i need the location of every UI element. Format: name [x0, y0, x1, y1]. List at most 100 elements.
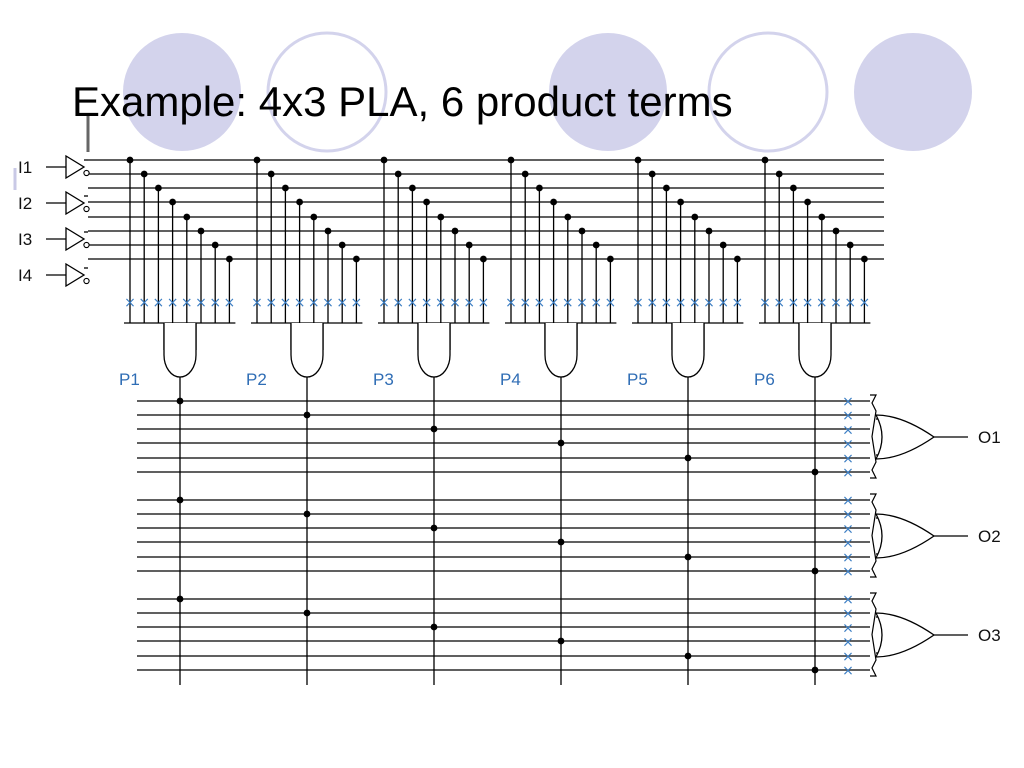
and-gate-icon: [163, 323, 197, 378]
fuse-x-icon: ×: [859, 295, 871, 311]
or-gate-icon: [874, 513, 936, 559]
connection-dot: [126, 156, 134, 164]
and-gate-icon: [671, 323, 705, 378]
connection-dot: [861, 255, 868, 263]
connection-dot: [303, 411, 311, 419]
connection-dot: [811, 468, 819, 476]
fuse-x-icon: ×: [605, 295, 617, 311]
connection-dot: [684, 553, 692, 561]
fuse-x-icon: ×: [421, 295, 433, 311]
connection-dot: [140, 170, 148, 178]
connection-dot: [663, 184, 670, 192]
input-buffer-icon: [65, 262, 86, 288]
connection-dot: [480, 255, 487, 263]
decor-circle: [123, 33, 241, 151]
fuse-x-icon: ×: [224, 295, 236, 311]
connection-dot: [677, 198, 684, 206]
connection-dot: [790, 184, 797, 192]
connection-dot: [310, 213, 318, 221]
connection-dot: [303, 609, 311, 617]
fuse-x-icon: ×: [265, 295, 277, 311]
fuse-x-icon: ×: [632, 295, 644, 311]
fuse-x-icon: ×: [816, 295, 828, 311]
product-term-label: P1: [119, 370, 140, 389]
and-gate-icon: [798, 323, 832, 378]
fuse-x-icon: ×: [661, 295, 673, 311]
connection-dot: [183, 213, 191, 221]
connection-dot: [578, 227, 586, 235]
fuse-x-icon: ×: [463, 295, 475, 311]
connection-dot: [607, 255, 614, 263]
connection-dot: [684, 652, 692, 660]
fuse-x-icon: ×: [842, 620, 854, 636]
connection-dot: [648, 170, 656, 178]
connection-dot: [211, 241, 219, 249]
fuse-x-icon: ×: [407, 295, 419, 311]
fuse-x-icon: ×: [322, 295, 334, 311]
decor-circle: [549, 33, 667, 151]
connection-dot: [155, 184, 162, 192]
connection-dot: [430, 524, 438, 532]
fuse-x-icon: ×: [280, 295, 292, 311]
or-input-bracket: [870, 394, 877, 479]
input-buffer-icon: [65, 190, 86, 216]
fuse-x-icon: ×: [842, 550, 854, 566]
connection-dot: [691, 213, 699, 221]
connection-dot: [557, 538, 565, 546]
connection-dot: [423, 198, 430, 206]
decor-circle: [266, 31, 388, 153]
connection-dot: [719, 241, 727, 249]
and-gate-icon: [290, 323, 324, 378]
connection-dot: [176, 397, 184, 405]
connection-dot: [409, 184, 416, 192]
fuse-x-icon: ×: [842, 437, 854, 453]
input-buffer-icon: [65, 154, 86, 180]
fuse-x-icon: ×: [195, 295, 207, 311]
fuse-x-icon: ×: [138, 295, 150, 311]
connection-dot: [507, 156, 515, 164]
connection-dot: [818, 213, 826, 221]
connection-dot: [550, 198, 557, 206]
fuse-x-icon: ×: [392, 295, 404, 311]
fuse-x-icon: ×: [842, 663, 854, 679]
connection-dot: [430, 425, 438, 433]
slide-title: Example: 4x3 PLA, 6 product terms: [72, 78, 733, 125]
fuse-x-icon: ×: [717, 295, 729, 311]
output-label: O2: [978, 527, 1001, 546]
input-label: I3: [18, 230, 32, 249]
connection-dot: [176, 496, 184, 504]
connection-dot: [451, 227, 459, 235]
connection-dot: [521, 170, 529, 178]
fuse-x-icon: ×: [842, 422, 854, 438]
fuse-x-icon: ×: [773, 295, 785, 311]
connection-dot: [437, 213, 445, 221]
connection-dot: [296, 198, 303, 206]
fuse-x-icon: ×: [646, 295, 658, 311]
inverter-bubble-icon: [83, 241, 90, 249]
fuse-x-icon: ×: [351, 295, 363, 311]
connection-dot: [197, 227, 205, 235]
connection-dot: [303, 510, 311, 518]
connection-dot: [557, 439, 565, 447]
connection-dot: [557, 637, 565, 645]
inverter-bubble-icon: [83, 277, 90, 285]
fuse-x-icon: ×: [153, 295, 165, 311]
fuse-x-icon: ×: [124, 295, 136, 311]
connection-dot: [804, 198, 811, 206]
fuse-x-icon: ×: [294, 295, 306, 311]
or-gate-icon: [874, 414, 936, 460]
connection-dot: [811, 666, 819, 674]
fuse-x-icon: ×: [336, 295, 348, 311]
fuse-x-icon: ×: [759, 295, 771, 311]
decor-circle: [707, 31, 829, 153]
fuse-x-icon: ×: [788, 295, 800, 311]
fuse-x-icon: ×: [689, 295, 701, 311]
fuse-x-icon: ×: [842, 465, 854, 481]
fuse-x-icon: ×: [251, 295, 263, 311]
connection-dot: [267, 170, 275, 178]
connection-dot: [775, 170, 783, 178]
product-term-label: P3: [373, 370, 394, 389]
connection-dot: [846, 241, 854, 249]
connection-dot: [176, 595, 184, 603]
